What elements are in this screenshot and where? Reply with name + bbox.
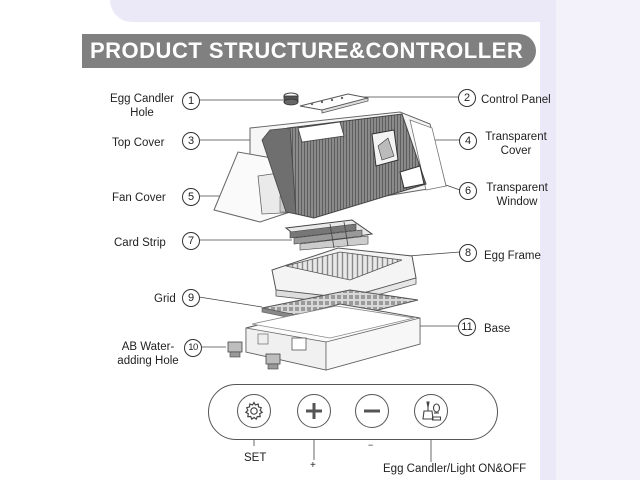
part-number-marker: 6 <box>459 182 477 200</box>
plus-button[interactable] <box>297 394 331 428</box>
page-title: PRODUCT STRUCTURE&CONTROLLER <box>90 38 524 63</box>
egg-candler-light-icon <box>422 401 442 421</box>
egg-frame-part <box>271 247 417 305</box>
part-number-marker: 2 <box>458 89 476 107</box>
part-label-grid: Grid <box>154 293 176 305</box>
title-banner <box>82 34 536 68</box>
set-label: SET <box>244 452 267 464</box>
part-number-marker: 1 <box>182 92 200 110</box>
part-label-top-cover: Top Cover <box>112 137 165 149</box>
part-label-control-panel: Control Panel <box>481 94 551 106</box>
part-label-egg-frame: Egg Frame <box>484 250 541 262</box>
part-number-marker: 9 <box>182 289 200 307</box>
part-number-marker: 3 <box>182 132 200 150</box>
top-cover-part <box>261 113 427 219</box>
base-part <box>245 303 421 371</box>
part-number-marker: 5 <box>182 188 200 206</box>
part-number-marker: 8 <box>459 244 477 262</box>
part-label-card-strip: Card Strip <box>114 237 166 249</box>
gear-icon <box>244 401 264 421</box>
part-number-marker: 11 <box>458 318 476 336</box>
control-panel-part <box>299 93 369 114</box>
minus-icon <box>364 409 380 413</box>
minus-button[interactable] <box>355 394 389 428</box>
water-adding-hole-part <box>227 341 281 370</box>
egg-candler-light-button[interactable] <box>414 394 448 428</box>
background-band-right-inner <box>556 0 640 480</box>
background-band-top <box>110 0 560 22</box>
part-label-base: Base <box>484 323 511 335</box>
plus-icon <box>306 403 322 419</box>
egg-candler-light-label: Egg Candler/Light ON&OFF <box>383 463 527 475</box>
set-button[interactable] <box>237 394 271 428</box>
plus-label: + <box>310 460 316 471</box>
part-label-ab-water-adding-hole: AB Water-adding Hole <box>117 341 179 367</box>
card-strip-part <box>284 219 374 251</box>
egg-candler-part <box>283 92 299 106</box>
part-number-marker: 10 <box>184 339 202 357</box>
part-number-marker: 7 <box>182 232 200 250</box>
part-number-marker: 4 <box>459 132 477 150</box>
minus-label: − <box>368 440 374 450</box>
part-label-fan-cover: Fan Cover <box>112 192 166 204</box>
